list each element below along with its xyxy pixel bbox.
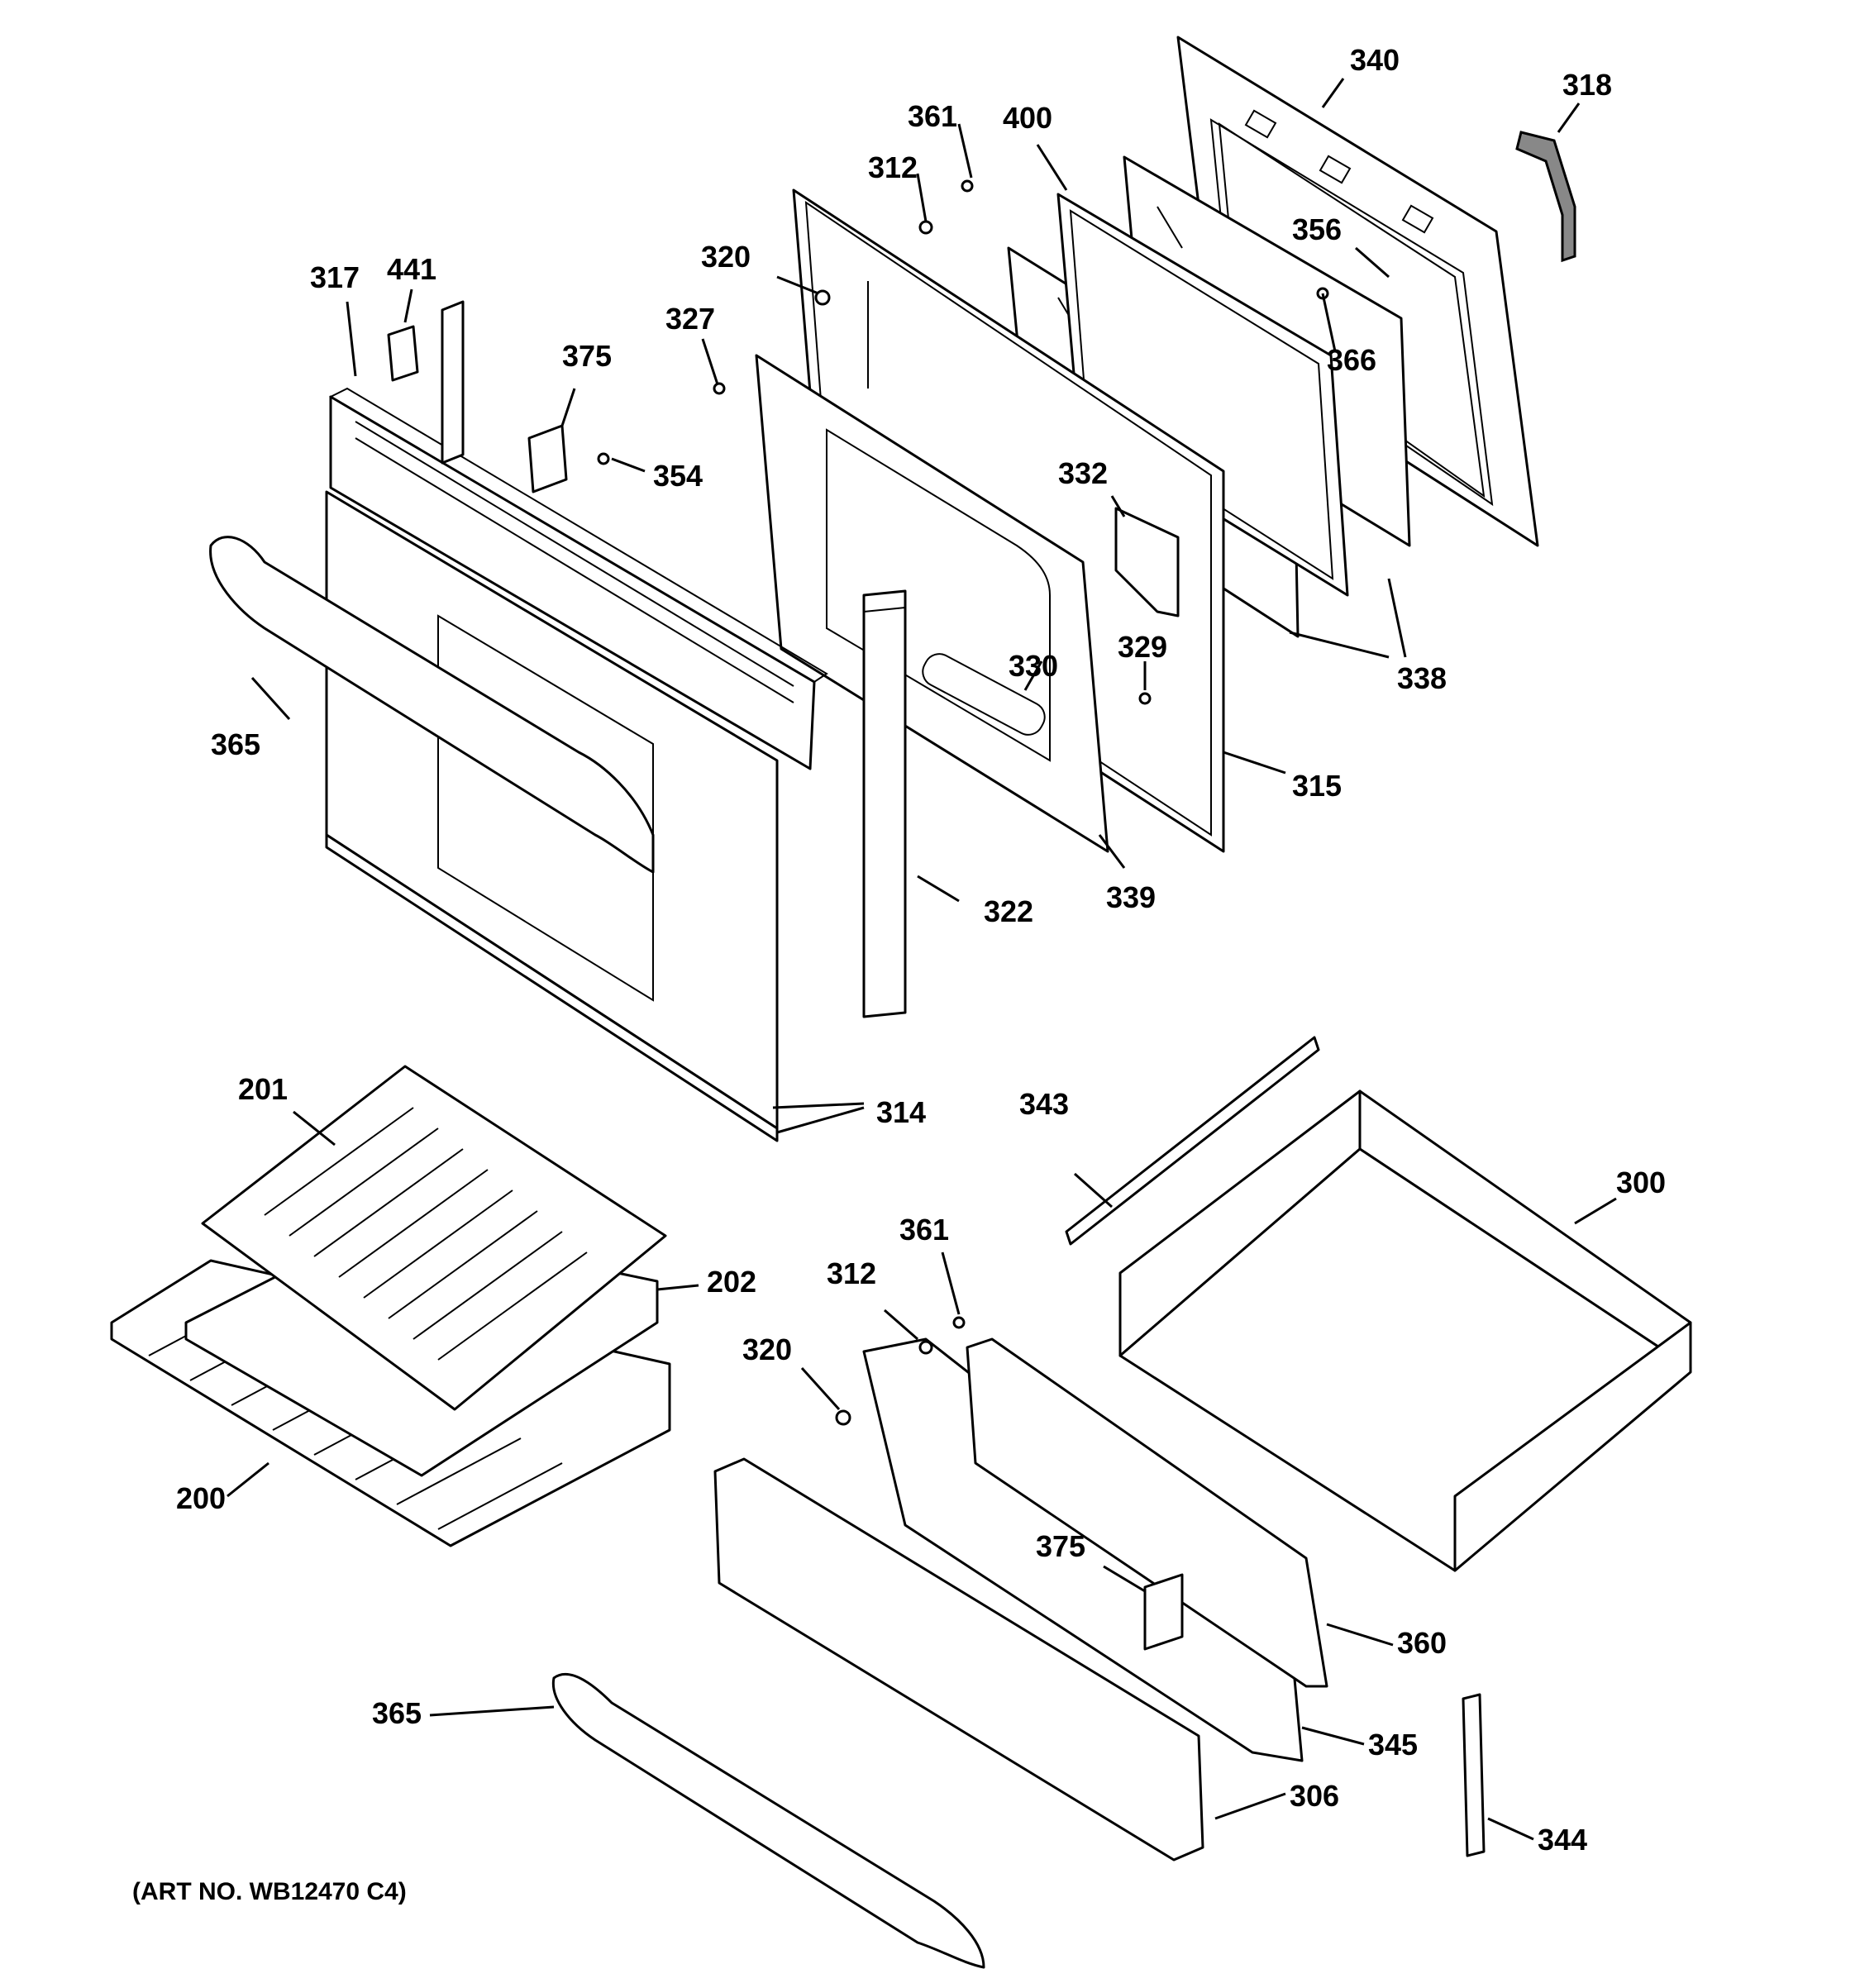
door-inner-panel	[755, 354, 1109, 853]
callout-340: 340	[1350, 43, 1400, 77]
callout-365-lower: 365	[372, 1696, 422, 1730]
callout-344: 344	[1538, 1823, 1587, 1857]
broiler-grid	[201, 1065, 667, 1411]
callout-318: 318	[1562, 68, 1612, 102]
leaders-lower	[227, 1110, 1617, 1841]
callout-312-upper: 312	[868, 150, 918, 184]
drawer-slide	[1065, 1036, 1320, 1246]
vent-trim	[328, 387, 828, 770]
bracket-375-upper	[527, 424, 568, 493]
callout-labels: 340 318 361 400 312 356 320 317 441 327 …	[132, 43, 1666, 1905]
door-handle	[209, 536, 655, 874]
callout-366: 366	[1327, 343, 1376, 377]
callout-320-lower: 320	[742, 1332, 792, 1366]
callout-314: 314	[876, 1095, 926, 1129]
callout-375-lower: 375	[1036, 1529, 1085, 1563]
drawer-liner	[966, 1337, 1328, 1688]
insulation	[1114, 507, 1180, 617]
callout-300: 300	[1616, 1166, 1666, 1199]
callout-338: 338	[1397, 661, 1447, 695]
callout-317: 317	[310, 260, 360, 294]
slide-bracket	[1462, 1693, 1486, 1857]
small-screws-lower	[835, 1316, 966, 1426]
drawer-handle	[551, 1672, 985, 1969]
bracket-375-lower	[1143, 1573, 1184, 1651]
callout-400: 400	[1003, 101, 1052, 135]
door-gasket	[1515, 131, 1576, 263]
callout-343: 343	[1019, 1087, 1069, 1121]
leaders-upper	[250, 78, 1581, 1134]
callout-360: 360	[1397, 1626, 1447, 1660]
callout-202: 202	[707, 1265, 756, 1299]
callout-327: 327	[665, 302, 715, 336]
callout-361-lower: 361	[899, 1213, 949, 1247]
hinge-bracket-441	[387, 325, 419, 382]
callout-306: 306	[1290, 1779, 1339, 1813]
hinge-arm	[441, 300, 465, 465]
art-number: (ART NO. WB12470 C4)	[132, 1878, 407, 1905]
callout-200: 200	[176, 1481, 226, 1515]
inner-glass-frame	[1056, 193, 1349, 597]
callout-329: 329	[1118, 630, 1167, 664]
callout-312-lower: 312	[827, 1256, 876, 1290]
callout-315: 315	[1292, 769, 1342, 803]
callout-339: 339	[1106, 880, 1156, 914]
callout-365-upper: 365	[211, 727, 260, 761]
callout-441: 441	[387, 252, 436, 286]
small-screws-upper	[597, 179, 1329, 705]
callout-330: 330	[1009, 649, 1058, 683]
callout-322: 322	[984, 894, 1033, 928]
drawer-front-panel	[713, 1457, 1204, 1862]
door-channel	[862, 589, 907, 1018]
callout-332: 332	[1058, 456, 1108, 490]
callout-361-upper: 361	[908, 99, 957, 133]
callout-345: 345	[1368, 1728, 1418, 1762]
callout-375-upper: 375	[562, 339, 612, 373]
callout-201: 201	[238, 1072, 288, 1106]
drawer-box	[1118, 1089, 1692, 1572]
door-outer-panel	[325, 490, 779, 1142]
callout-320-upper: 320	[701, 240, 751, 274]
callout-354: 354	[653, 459, 703, 493]
callout-356: 356	[1292, 212, 1342, 246]
